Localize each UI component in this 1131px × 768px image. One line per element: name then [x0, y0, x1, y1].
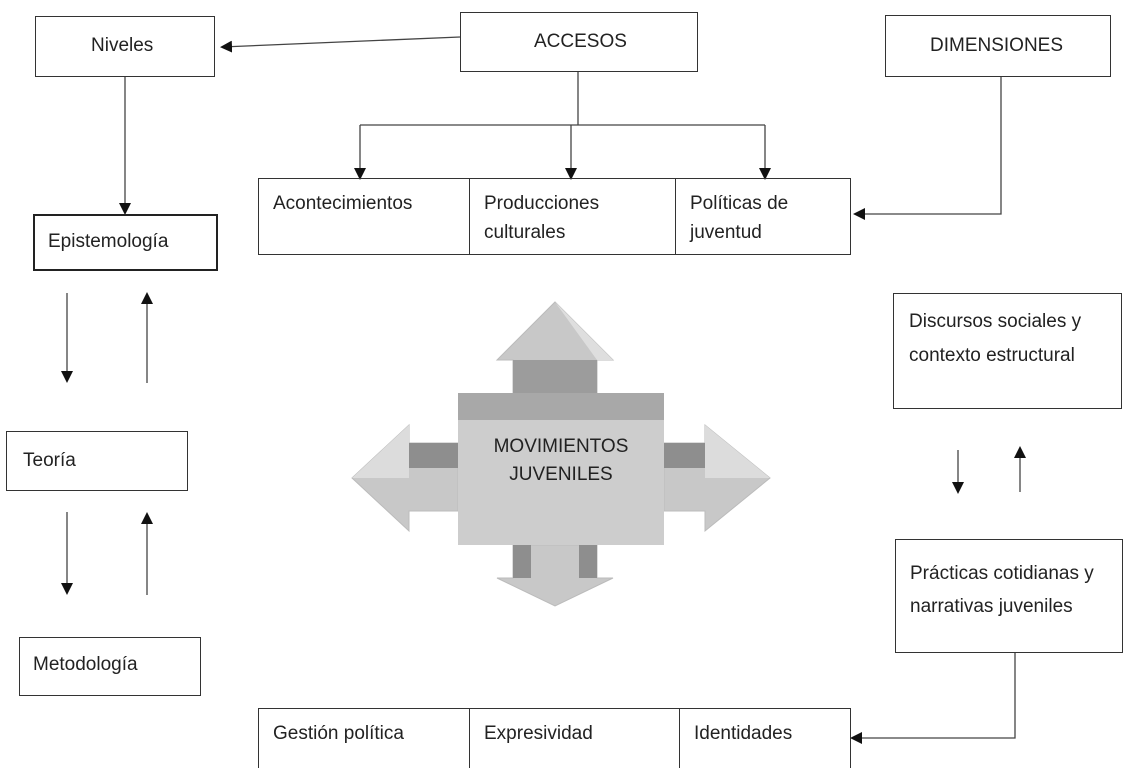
category-politicas: Políticas de juventud: [676, 179, 850, 254]
epistemologia-label: Epistemología: [48, 231, 169, 252]
accesos-box: [460, 12, 698, 72]
accesos-branch: [360, 72, 765, 126]
metodologia-label: Metodología: [33, 654, 138, 675]
category-producciones-line2: culturales: [484, 222, 566, 243]
teoria-label: Teoría: [23, 450, 76, 471]
niveles-label: Niveles: [91, 35, 154, 56]
category-politicas-line2: juventud: [690, 222, 762, 243]
accesos-categories-row: Acontecimientos Producciones culturales …: [258, 178, 851, 255]
accesos-label: ACCESOS: [534, 31, 627, 52]
category-acontecimientos-line1: Acontecimientos: [273, 193, 413, 214]
category-producciones-line1: Producciones: [484, 193, 600, 214]
dimensions-row: Gestión política Expresividad Identidade…: [258, 708, 851, 768]
arrow-accesos-to-niveles: [220, 36, 461, 53]
practicas-label-line2: narrativas juveniles: [910, 596, 1073, 617]
practicas-box: [895, 539, 1123, 653]
category-acontecimientos: Acontecimientos: [259, 179, 470, 254]
dimensiones-box: [885, 15, 1111, 77]
dimensiones-label: DIMENSIONES: [930, 35, 1064, 56]
dimension-identidades: Identidades: [694, 723, 793, 744]
dimension-expresividad: Expresividad: [470, 709, 680, 768]
center-label: MOVIMIENTOS JUVENILES: [458, 433, 664, 489]
discursos-box: [893, 293, 1122, 409]
dimensiones-connector: [853, 77, 1002, 220]
discursos-label-line1: Discursos sociales y: [909, 311, 1082, 332]
epistemologia-box: [33, 214, 218, 271]
center-label-line1: MOVIMIENTOS: [493, 436, 629, 457]
metodologia-box: [19, 637, 201, 696]
practicas-label-line1: Prácticas cotidianas y: [910, 563, 1094, 584]
category-producciones: Producciones culturales: [470, 179, 676, 254]
category-politicas-line1: Políticas de: [690, 193, 789, 214]
center-label-line2: JUVENILES: [509, 464, 613, 485]
discursos-label-line2: contexto estructural: [909, 345, 1075, 366]
practicas-connector: [850, 653, 1016, 744]
central-cross-arrow: [351, 301, 771, 607]
dimension-gestion-politica: Gestión política: [259, 709, 470, 768]
niveles-box: [35, 16, 215, 77]
teoria-box: [6, 431, 188, 491]
